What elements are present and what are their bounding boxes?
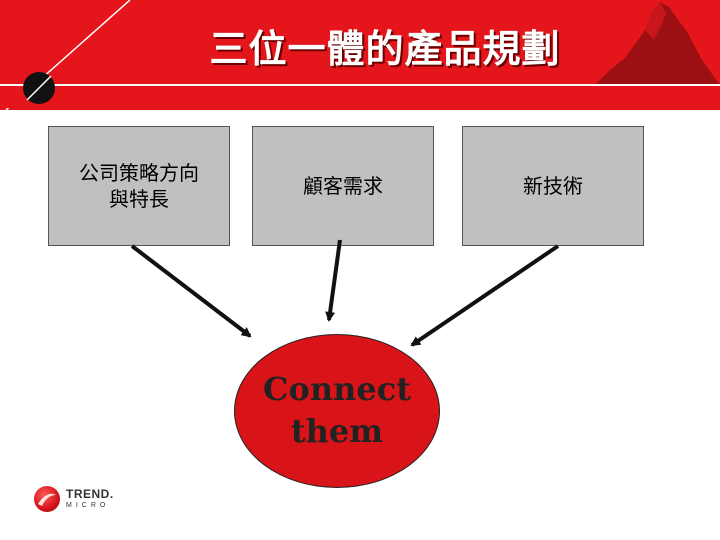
- header-divider: [0, 84, 720, 86]
- box-new-technology-label: 新技術: [523, 174, 583, 198]
- box-strategy-label: 公司策略方向 與特長: [79, 161, 199, 211]
- arrow-center: [325, 239, 342, 322]
- box-strategy: 公司策略方向 與特長: [48, 126, 230, 246]
- header-lower-band: [0, 86, 720, 108]
- box-new-technology: 新技術: [462, 126, 644, 246]
- arrow-right: [410, 244, 560, 347]
- trend-micro-ball-icon: [34, 486, 60, 512]
- trend-micro-logo: TREND. MICRO: [34, 486, 124, 516]
- trend-micro-swoosh-icon: [38, 493, 56, 506]
- logo-brand-line2: MICRO: [66, 502, 110, 509]
- arrow-left: [130, 244, 252, 338]
- box-customer-needs-label: 顧客需求: [303, 174, 383, 198]
- mountain-graphic: [590, 2, 720, 90]
- circle-slash-icon: [26, 75, 52, 101]
- connect-ellipse: Connect them: [234, 334, 440, 488]
- slide-title: 三位一體的產品規劃: [209, 27, 561, 71]
- logo-brand-line1: TREND.: [66, 487, 114, 501]
- ellipse-line2: them: [290, 412, 384, 450]
- ellipse-line1: Connect: [263, 370, 411, 409]
- box-customer-needs: 顧客需求: [252, 126, 434, 246]
